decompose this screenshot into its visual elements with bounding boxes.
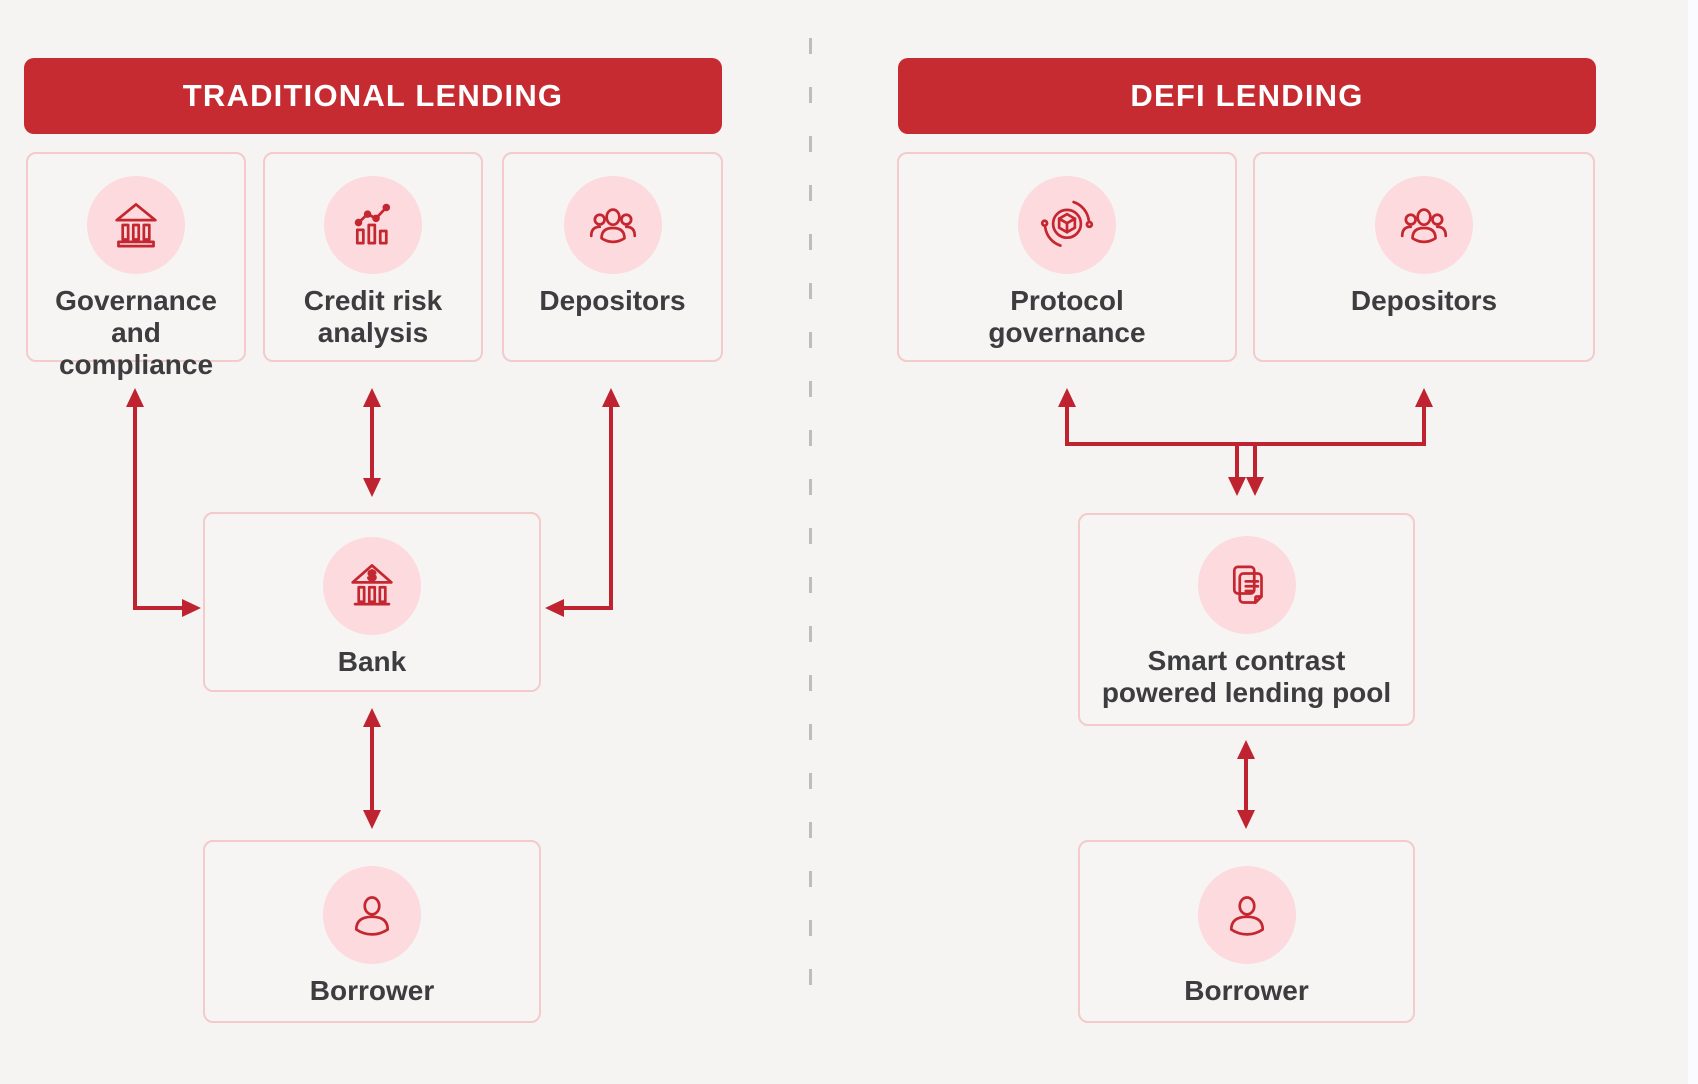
icon-circle bbox=[1197, 536, 1296, 634]
icon-circle bbox=[323, 866, 421, 964]
section-divider bbox=[809, 38, 812, 1010]
card-credit-risk-analysis: Credit risk analysis bbox=[263, 152, 483, 362]
card-borrower-traditional: Borrower bbox=[203, 840, 541, 1023]
card-label: Protocol governance bbox=[988, 285, 1146, 348]
card-protocol-governance: Protocol governance bbox=[897, 152, 1237, 362]
smart-contract-icon bbox=[1218, 556, 1276, 614]
card-smart-contract-lending-pool: Smart contrast powered lending pool bbox=[1078, 513, 1415, 726]
card-label: Smart contrast powered lending pool bbox=[1101, 645, 1392, 708]
card-depositors-defi: Depositors bbox=[1253, 152, 1595, 362]
icon-circle bbox=[323, 537, 421, 635]
icon-circle bbox=[1197, 866, 1296, 964]
card-label: Borrower bbox=[309, 975, 435, 1006]
card-label: Borrower bbox=[1184, 975, 1309, 1006]
people-group-icon bbox=[1395, 196, 1453, 254]
icon-circle bbox=[1375, 176, 1473, 274]
card-label: Bank bbox=[337, 646, 407, 677]
card-label: Governance and compliance bbox=[55, 285, 217, 380]
defi-lending-banner: DEFI LENDING bbox=[898, 58, 1596, 134]
card-borrower-defi: Borrower bbox=[1078, 840, 1415, 1023]
card-label: Depositors bbox=[539, 285, 686, 316]
person-icon bbox=[1218, 886, 1276, 944]
traditional-lending-title: TRADITIONAL LENDING bbox=[182, 78, 564, 113]
card-depositors-traditional: Depositors bbox=[502, 152, 723, 362]
card-bank: Bank bbox=[203, 512, 541, 692]
card-governance-compliance: Governance and compliance bbox=[26, 152, 246, 380]
icon-circle bbox=[324, 176, 422, 274]
icon-circle bbox=[563, 176, 662, 274]
screen-edge-strip bbox=[1688, 0, 1698, 1084]
defi-lending-title: DEFI LENDING bbox=[1130, 78, 1364, 113]
protocol-cube-icon bbox=[1038, 196, 1096, 254]
traditional-lending-banner: TRADITIONAL LENDING bbox=[24, 58, 722, 134]
card-label: Credit risk analysis bbox=[303, 285, 443, 348]
card-label: Depositors bbox=[1350, 285, 1498, 316]
icon-circle bbox=[87, 176, 185, 274]
icon-circle bbox=[1018, 176, 1116, 274]
